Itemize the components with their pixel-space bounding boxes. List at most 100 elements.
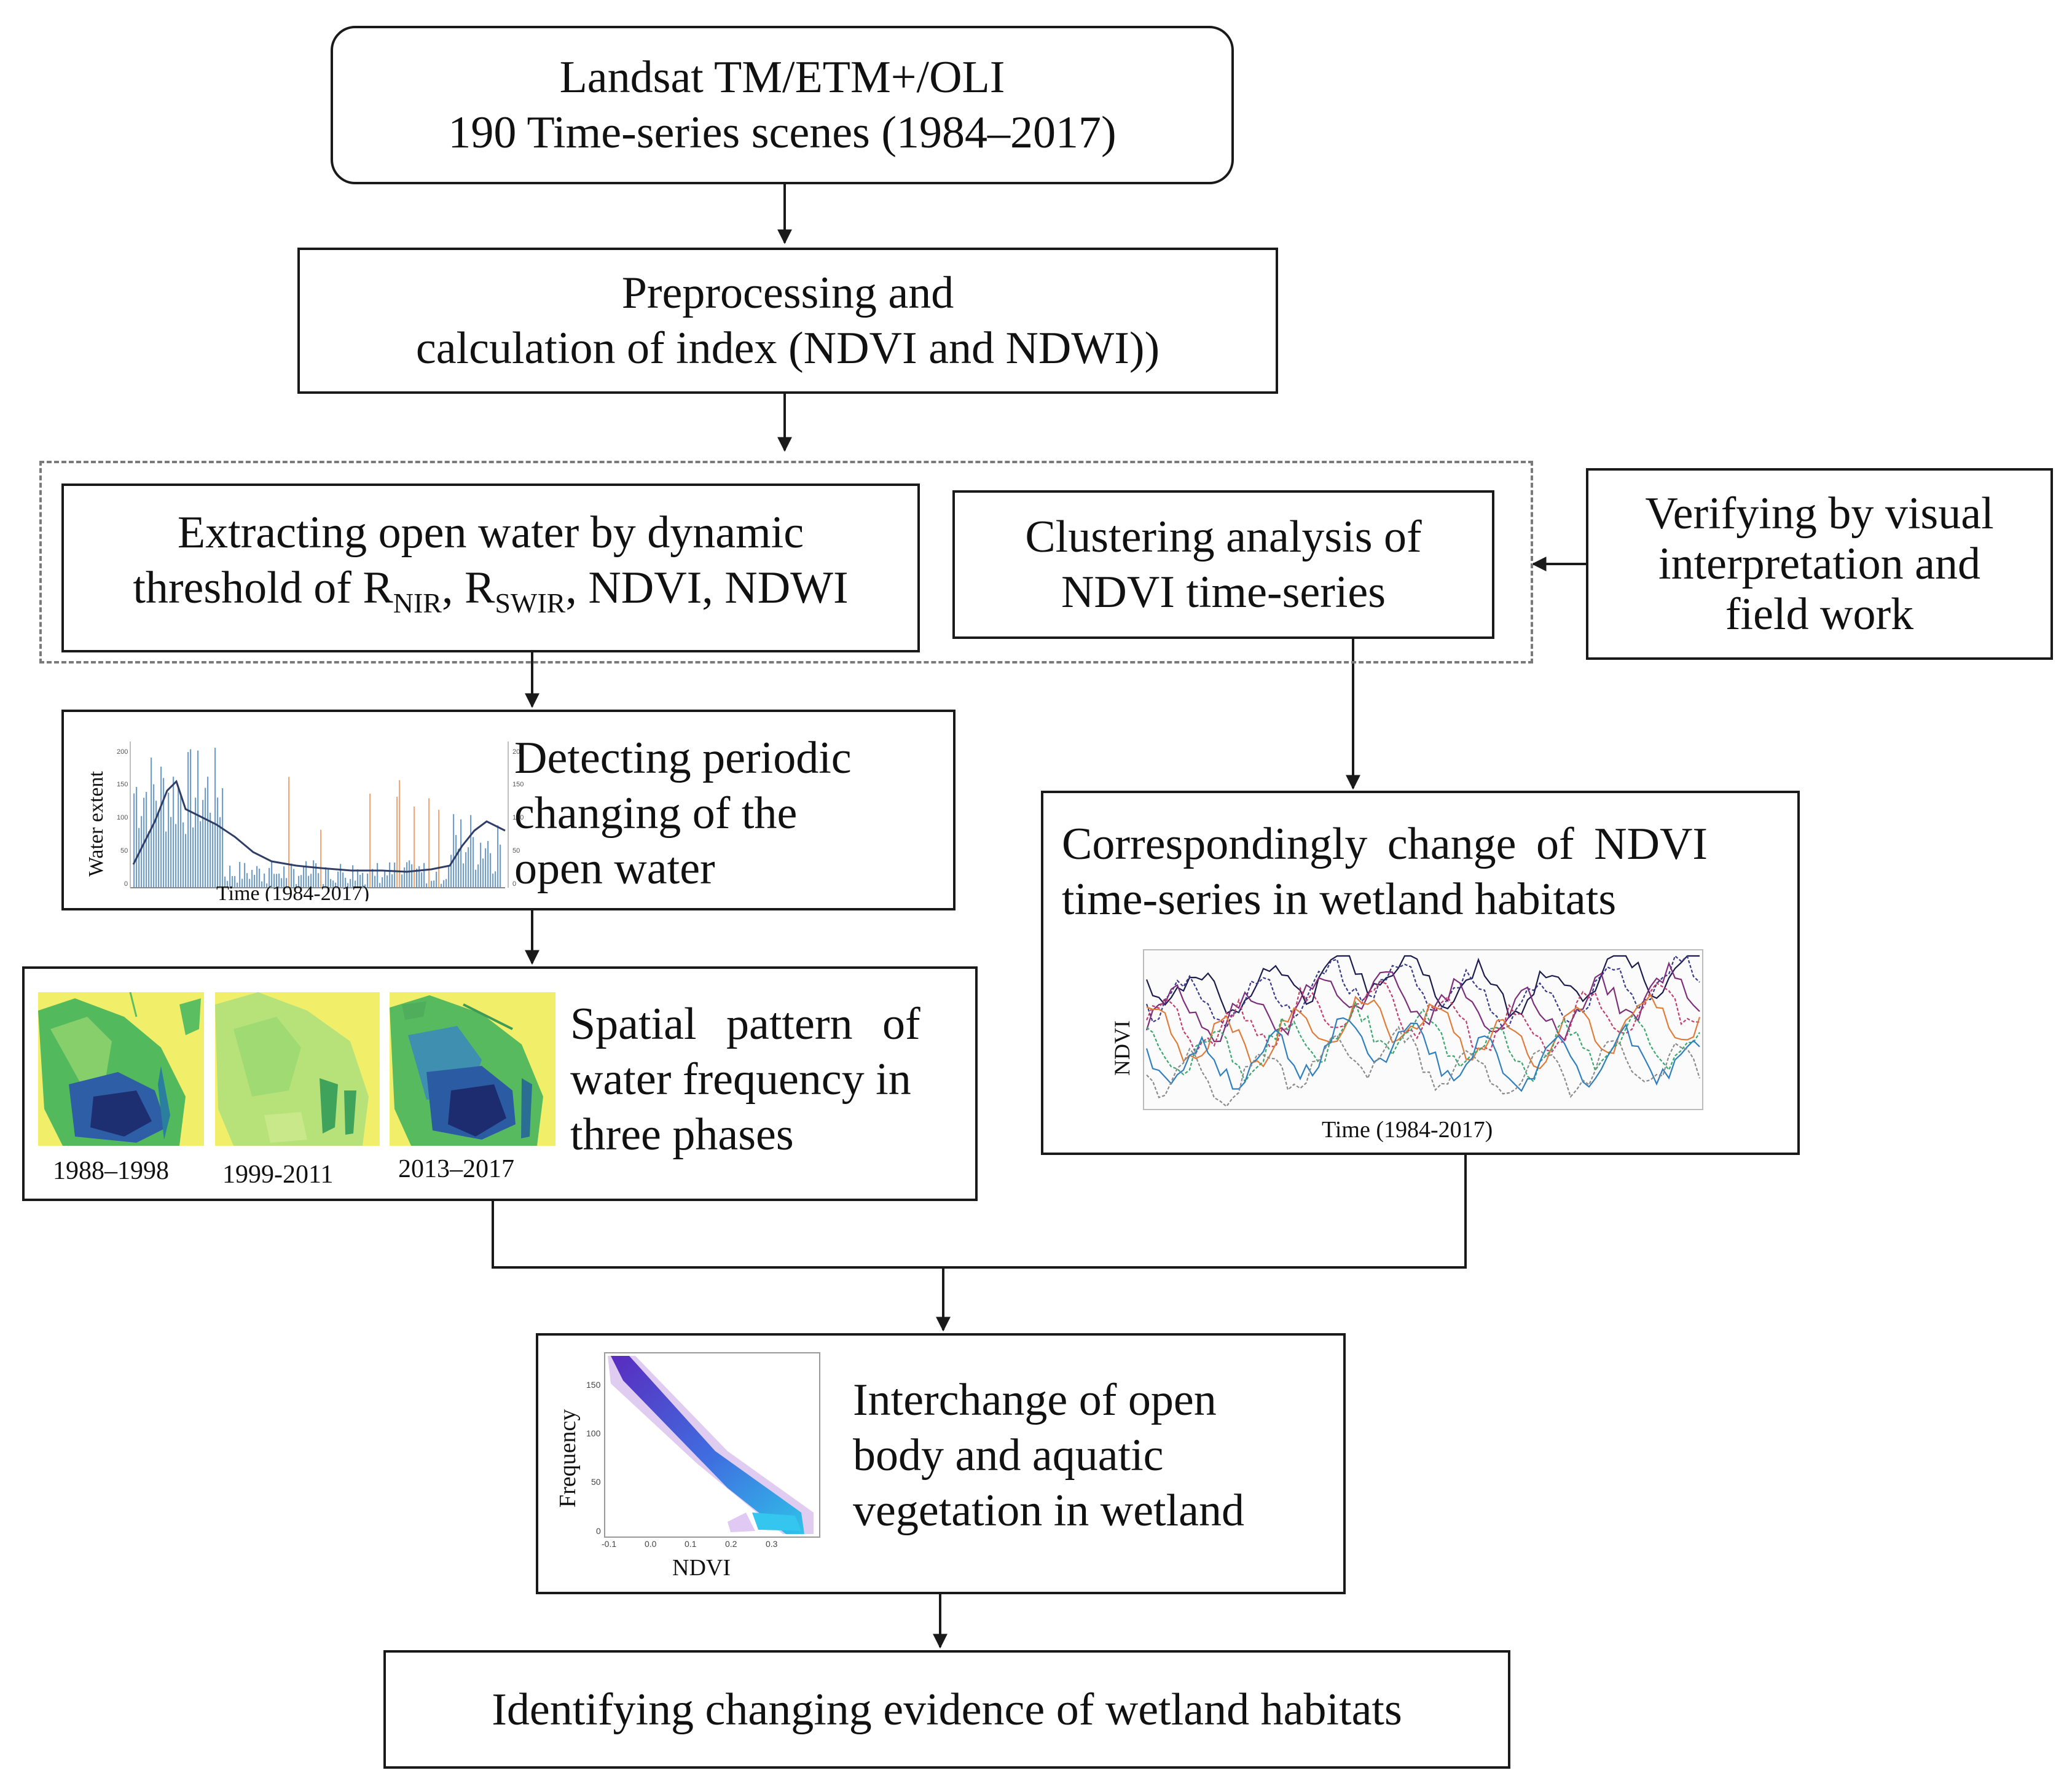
water-extent-bar [458,848,460,888]
water-extent-bar [165,831,167,888]
water-extent-bar [305,861,307,888]
water-extent-bar [330,879,332,888]
water-extent-bar [155,801,157,888]
ndvi-change-text: Correspondingly change of NDVI time-seri… [1062,816,1782,927]
water-extent-bar [163,778,165,888]
water-extent-bar [448,866,450,888]
water-extent-bar [283,866,285,888]
water-extent-bar [222,788,224,888]
water-extent-bar [308,875,310,888]
extract-line2-suffix: , NDVI, NDWI [565,563,849,614]
water-extent-bar [212,823,214,888]
spatial-line3: three phases [570,1110,794,1160]
water-extent-bars [133,748,501,888]
water-extent-bar [347,883,349,888]
water-extent-bar [217,797,219,888]
extract-line2: threshold of RNIR, RSWIR, NDVI, NDWI [133,560,848,631]
water-extent-bar [482,858,484,888]
water-extent-bar [394,863,396,888]
detect-line2: changing of the [514,788,798,839]
freq-ytick-50: 50 [591,1477,601,1487]
water-extent-bar [450,855,452,888]
water-frequency-map-1988-1998 [38,992,204,1146]
water-extent-bar [342,872,344,888]
spatial-line1: Spatial pattern of [570,999,920,1049]
water-extent-bar [234,875,236,888]
water-extent-bar [246,873,248,888]
detect-line3: open water [514,844,715,894]
cluster-text: Clustering analysis of NDVI time-series [1025,509,1421,620]
ndvi-timeseries-chart: NDVI Time (1984-2017) [1110,949,1703,1143]
water-extent-bar [325,867,327,888]
water-extent-bar [367,873,369,888]
spatial-box: 1988–1998 1999-2011 2013–2017 Spatial pa… [22,966,978,1201]
water-extent-bar [470,815,472,888]
ndvi-series-lines [1145,955,1701,1108]
interchange-line2: body and aquatic [853,1430,1164,1481]
cluster-box: Clustering analysis of NDVI time-series [952,490,1494,639]
water-extent-bar [313,860,315,888]
water-extent-bar [492,873,494,888]
ytick-left-100: 100 [117,814,128,821]
water-extent-bar [254,874,256,888]
water-extent-bar [463,863,465,888]
ytick-left-0: 0 [124,880,128,888]
cluster-line2: NDVI time-series [1061,567,1386,617]
extract-sub-swir: SWIR [495,587,566,619]
ndvi-xtick-00: 0.0 [645,1539,657,1549]
freq-ytick-0: 0 [596,1526,601,1536]
water-extent-bar [182,822,184,888]
water-frequency-map-2013-2017 [390,992,555,1146]
water-extent-bar [416,868,418,888]
map-caption-1988-1998: 1988–1998 [53,1157,169,1185]
map-caption-2013-2017: 2013–2017 [398,1155,514,1183]
water-extent-bar [310,874,312,888]
water-extent-bar [214,748,216,888]
ndvi-series-line [1146,1025,1701,1108]
ndvi-xtick-03: 0.3 [766,1539,778,1549]
water-extent-bar [298,875,300,888]
water-extent-bar [377,863,379,888]
water-extent-bar [180,793,182,888]
water-extent-bar [296,884,297,888]
water-extent-xlabel: Time (1984-2017) [216,882,369,901]
water-extent-bar [389,862,391,888]
water-extent-bar [497,825,499,888]
water-extent-bar [158,812,160,888]
water-extent-bar [303,866,305,888]
ndvi-change-line2: time-series in wetland habitats [1062,874,1617,925]
water-extent-bar [387,875,388,888]
ndvi-change-line1: Correspondingly change of NDVI [1062,819,1708,869]
water-extent-bar [350,879,351,888]
water-extent-bar [445,879,447,888]
water-extent-bar [426,883,428,888]
water-extent-bar [323,884,324,888]
preprocess-box: Preprocessing and calculation of index (… [297,248,1278,394]
water-extent-bar [185,834,187,888]
water-extent-bar [207,777,209,888]
water-extent-bar [251,869,253,888]
water-extent-bar [399,780,401,888]
water-extent-bar [224,876,226,888]
water-extent-bar [175,824,177,888]
water-extent-bar [431,880,433,888]
ndvi-plot-frame [1143,949,1703,1110]
water-extent-bar [202,800,204,888]
ndvi-series-line [1145,961,1700,1043]
water-extent-bar [239,861,241,888]
water-extent-bar [266,883,268,888]
water-extent-bar [487,840,489,888]
water-extent-bar [244,863,246,888]
water-extent-bar [153,784,155,888]
water-extent-bar [133,793,135,888]
extract-line1: Extracting open water by dynamic [177,507,804,558]
water-extent-bar [160,766,162,888]
extract-line2-sep: , R [441,563,495,614]
detect-box: 200 150 100 50 0 200 150 100 50 0 Water … [61,710,956,910]
water-extent-bar [423,863,425,888]
ndvi-change-box: Correspondingly change of NDVI time-seri… [1041,791,1800,1155]
ytick-right-200: 200 [512,748,524,756]
water-extent-bar [436,871,438,888]
detect-text: Detecting periodic changing of the open … [514,730,852,896]
water-extent-bar [369,793,371,888]
